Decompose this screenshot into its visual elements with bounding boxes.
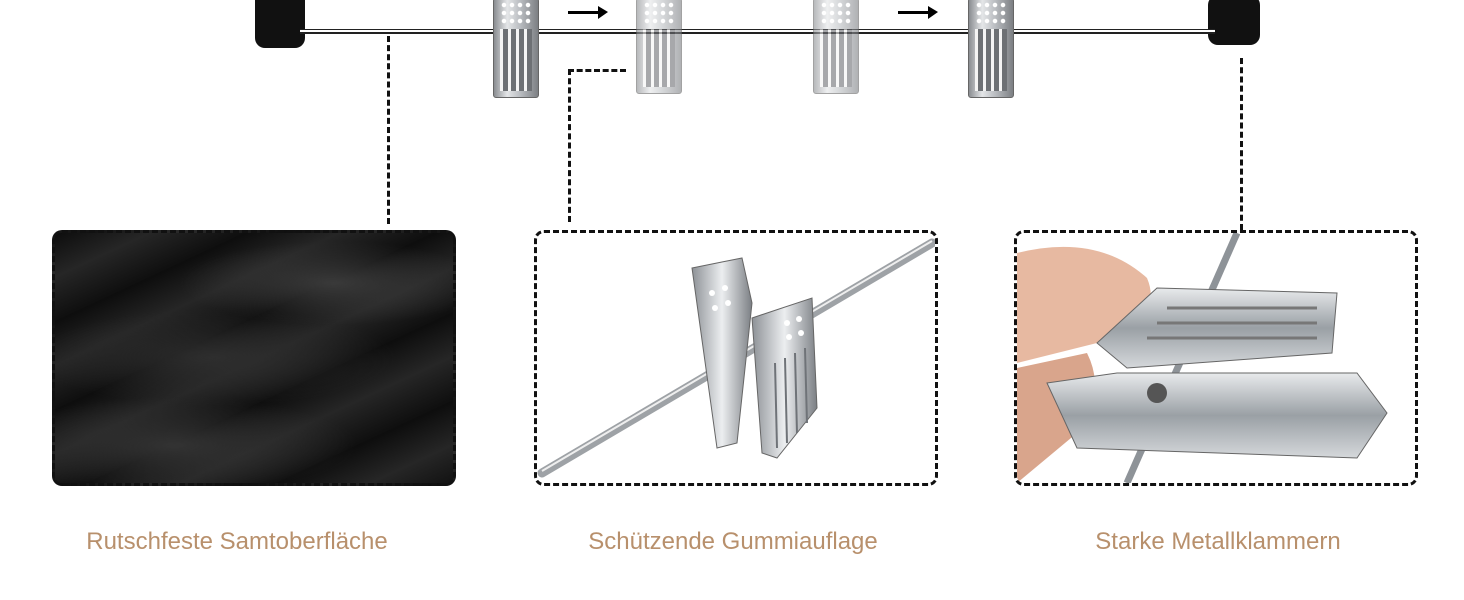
connector-line-3 [1240,58,1243,230]
hanger-rod [300,29,1215,34]
connector-line-1 [387,36,390,224]
connector-line-2-horizontal [568,69,626,72]
arrow-right-icon [568,6,608,19]
clip-2 [636,0,682,94]
connector-line-2 [568,69,571,222]
right-velvet-end-cap [1208,0,1260,45]
clip-on-rod-image [534,230,938,486]
feature-label-rubber: Schützende Gummiauflage [588,528,878,555]
feature-label-metal-clips: Starke Metallklammern [1095,528,1341,555]
left-velvet-end-cap [255,0,305,48]
clip-1 [493,0,539,98]
feature-label-velvet: Rutschfeste Samtoberfläche [86,528,388,555]
velvet-closeup-image [52,230,456,486]
arrow-right-icon [898,6,938,19]
clip-4 [968,0,1014,98]
hand-pressing-clip-image [1014,230,1418,486]
clip-3 [813,0,859,94]
